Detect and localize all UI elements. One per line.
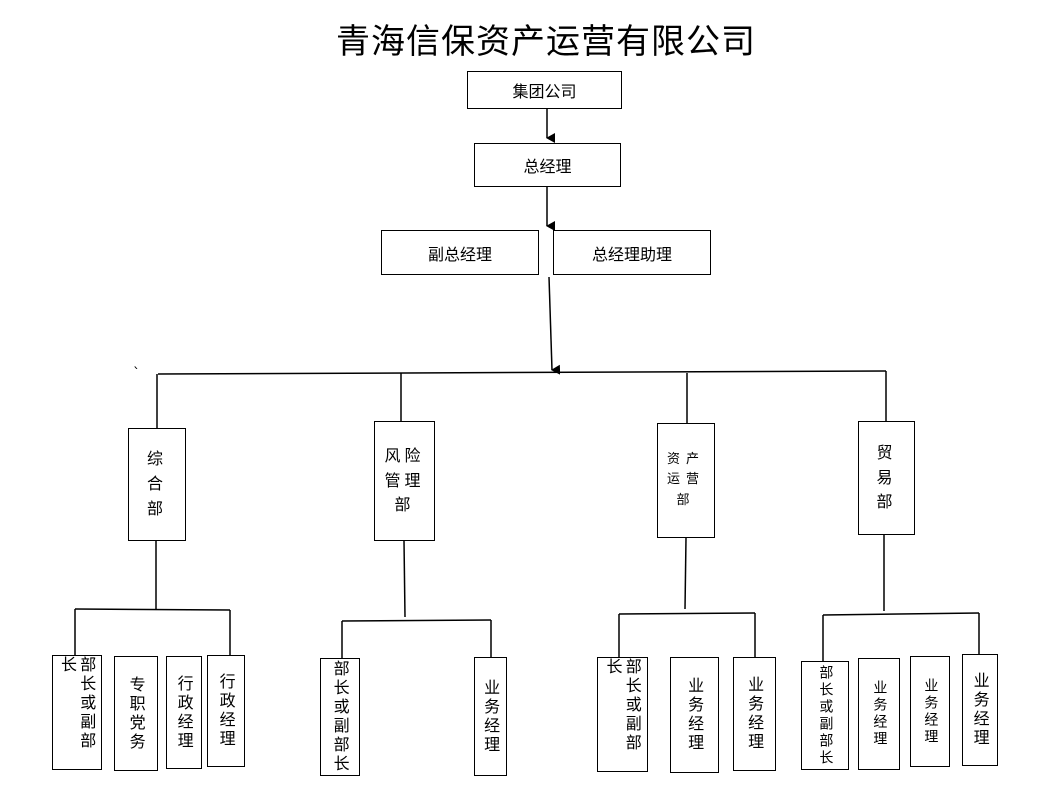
stray-mark: ` bbox=[133, 366, 140, 382]
unit-box: 业务经理 bbox=[962, 654, 998, 766]
unit-box: 业务经理 bbox=[474, 657, 507, 776]
unit-box: 部长或副部长 bbox=[52, 655, 102, 770]
gm-assistant-box: 总经理助理 bbox=[553, 230, 711, 275]
unit-box: 业务经理 bbox=[910, 656, 950, 767]
unit-box: 业务经理 bbox=[858, 658, 900, 770]
group-company-box: 集团公司 bbox=[467, 71, 622, 109]
unit-box: 行政经理 bbox=[166, 656, 202, 769]
dept-general-affairs: 综 合 部 bbox=[128, 428, 186, 541]
unit-box: 部长或副部长 bbox=[320, 658, 360, 776]
general-manager-box: 总经理 bbox=[474, 143, 621, 187]
deputy-gm-box: 副总经理 bbox=[381, 230, 539, 275]
arrow-to-departments bbox=[548, 276, 561, 375]
dept-risk-management: 风险 管理 部 bbox=[374, 421, 435, 541]
unit-box: 行政经理 bbox=[207, 655, 245, 767]
dept-asset-operations: 资产 运营 部 bbox=[657, 423, 715, 538]
unit-box: 业务经理 bbox=[733, 657, 776, 771]
main-bus bbox=[157, 370, 887, 375]
unit-box: 部长或副部长 bbox=[597, 657, 648, 772]
unit-box: 专职党务 bbox=[114, 656, 158, 771]
page-title: 青海信保资产运营有限公司 bbox=[336, 22, 756, 62]
unit-box: 业务经理 bbox=[670, 657, 719, 773]
dept-trade: 贸 易 部 bbox=[858, 421, 915, 535]
unit-box: 部长或副部长 bbox=[801, 661, 849, 770]
